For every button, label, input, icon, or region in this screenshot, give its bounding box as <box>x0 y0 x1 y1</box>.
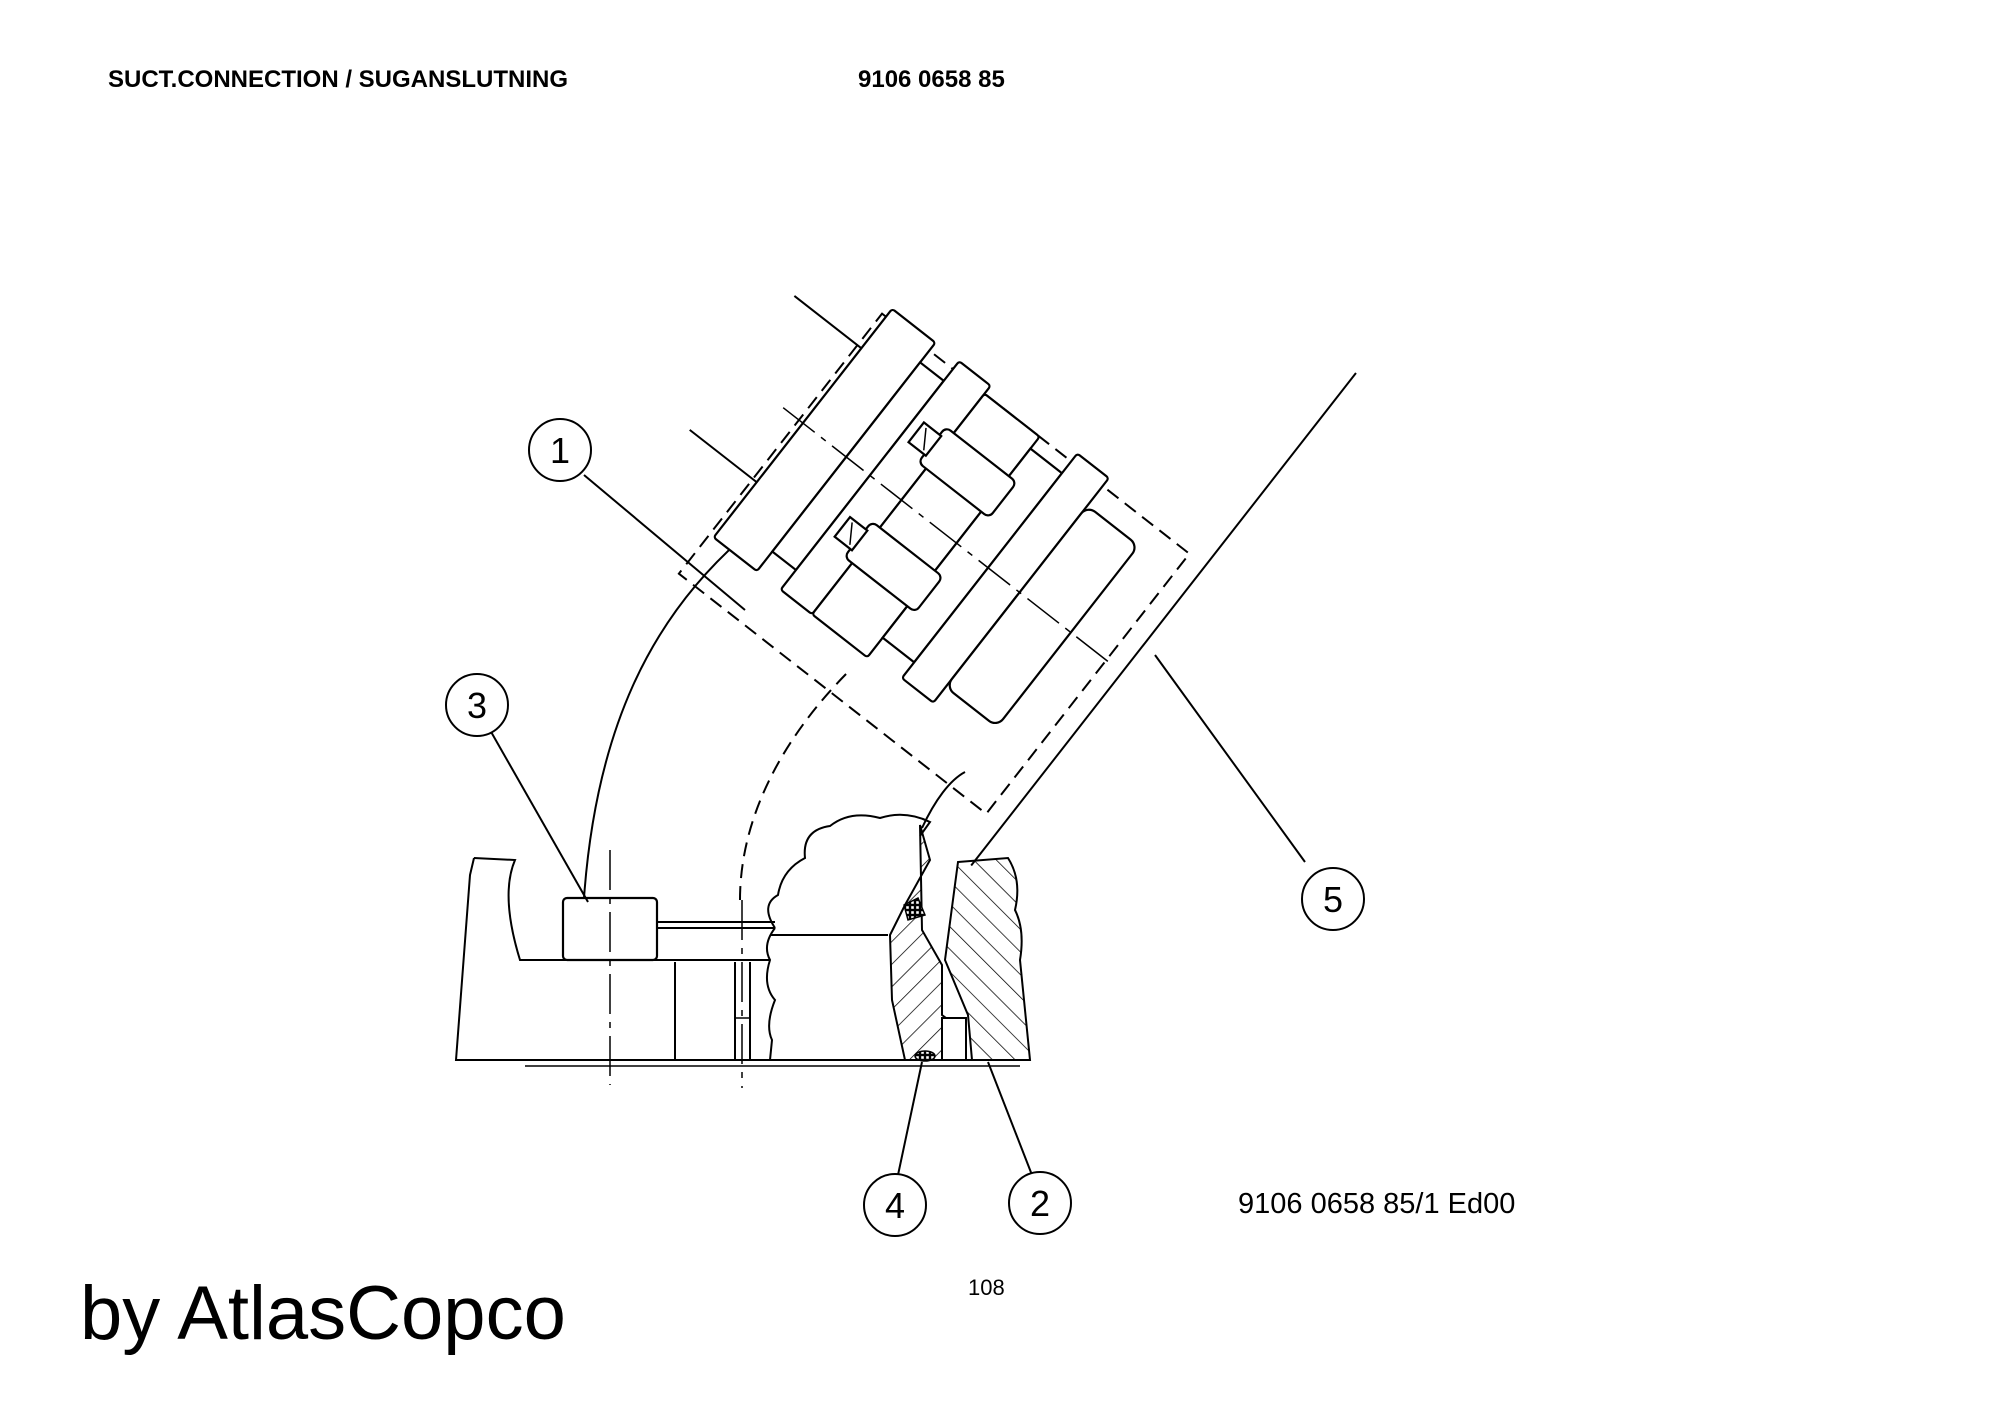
coupling-assembly <box>677 295 1357 867</box>
brand-watermark: by AtlasCopco <box>80 1271 566 1356</box>
callout-label: 3 <box>467 685 487 726</box>
callout-label: 5 <box>1323 879 1343 920</box>
seal-housing-section <box>888 824 1032 1062</box>
callout-bubble: 3 <box>445 673 509 737</box>
leader-line <box>987 1061 1033 1176</box>
leader-line <box>489 729 589 903</box>
page-title: SUCT.CONNECTION / SUGANSLUTNING <box>108 66 569 93</box>
callout-bubble: 2 <box>1008 1171 1072 1235</box>
callout-bubble: 1 <box>528 418 592 482</box>
callout-label: 2 <box>1030 1183 1050 1224</box>
callout-bubble: 4 <box>863 1173 927 1237</box>
callout-label: 4 <box>885 1185 905 1226</box>
leader-line <box>583 474 746 611</box>
elbow-pipe <box>583 539 966 901</box>
leader-line <box>1154 654 1306 863</box>
base-flange-body <box>454 813 1025 1067</box>
drawing-reference: 9106 0658 85/1 Ed00 <box>1238 1188 1516 1220</box>
callout-label: 1 <box>550 430 570 471</box>
page-number: 108 <box>968 1275 1005 1300</box>
part-number: 9106 0658 85 <box>858 66 1005 93</box>
leader-line <box>897 1061 923 1176</box>
callout-bubble: 5 <box>1301 867 1365 931</box>
